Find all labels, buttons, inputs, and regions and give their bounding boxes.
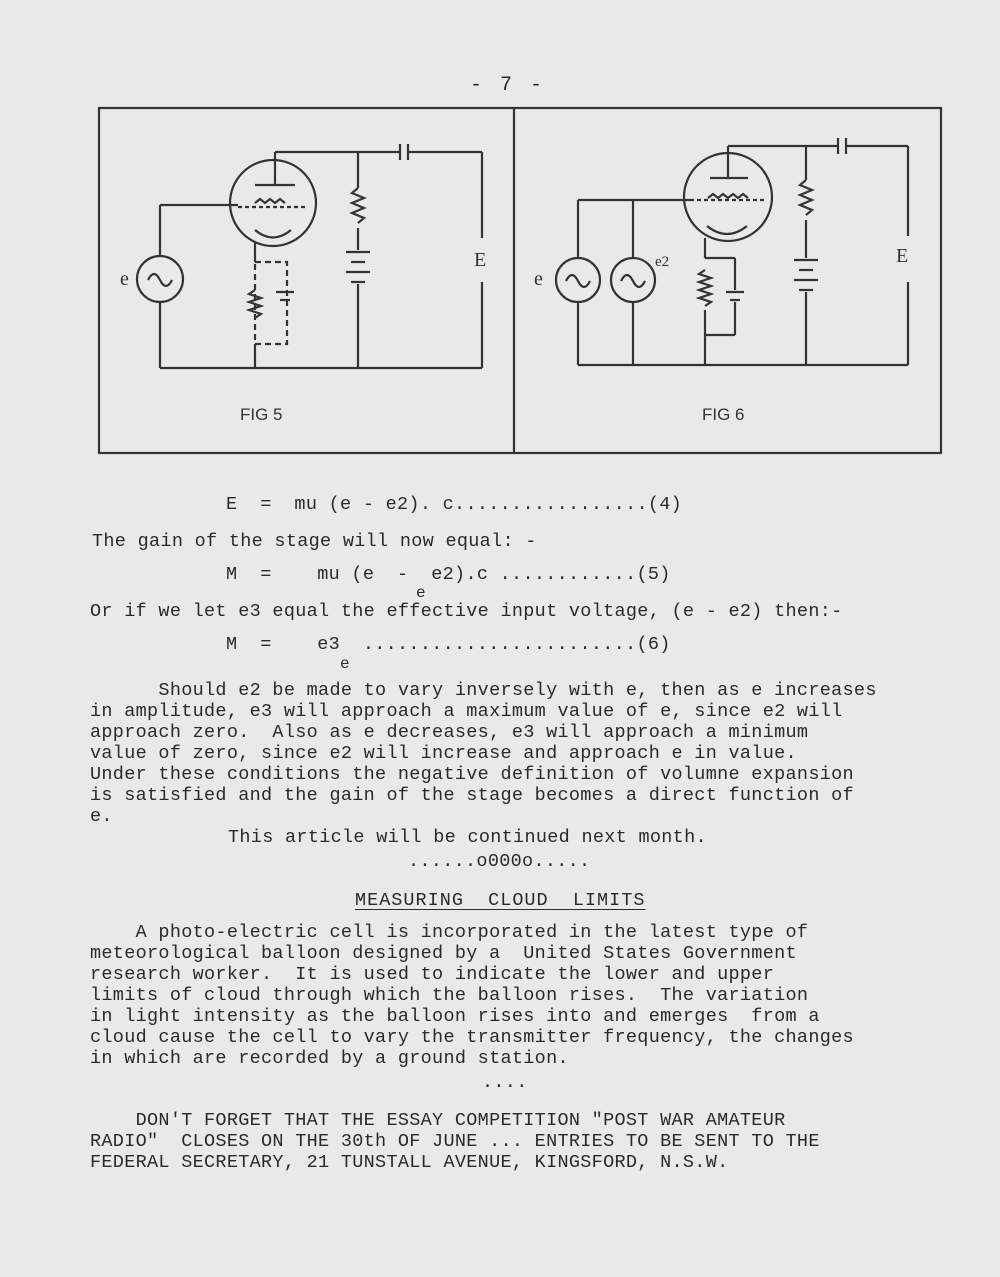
paragraph-line: cloud cause the cell to vary the transmi… [90,1027,854,1048]
separator: ......o000o..... [408,851,591,872]
equation-5: M = mu (e - e2).c ............(5) [226,564,671,585]
circuit-figures: e E FIG 5 [97,106,943,455]
equation-6-intro: Or if we let e3 equal the effective inpu… [90,601,843,622]
paragraph-line: in amplitude, e3 will approach a maximum… [90,701,843,722]
paragraph-line: limits of cloud through which the balloo… [90,985,809,1006]
fig5-tube [228,158,318,248]
paragraph-line: research worker. It is used to indicate … [90,964,775,985]
section-title: MEASURING CLOUD LIMITS [355,890,646,911]
fig5-label-e: e [120,268,129,290]
paragraph-line: e. [90,806,113,827]
equation-5-denominator: e [416,584,426,602]
fig6-label-e: e [534,268,543,290]
figure-frame [97,106,943,455]
paragraph-line: in light intensity as the balloon rises … [90,1006,820,1027]
equation-4: E = mu (e - e2). c.................(4) [226,494,683,515]
paragraph-line: meteorological balloon designed by a Uni… [90,943,797,964]
paragraph-line: approach zero. Also as e decreases, e3 w… [90,722,809,743]
fig5-caption: FIG 5 [240,405,283,424]
fig5-label-E: E [474,249,486,271]
notice-line: RADIO" CLOSES ON THE 30th OF JUNE ... EN… [90,1131,820,1152]
fig6-circuit [554,138,910,367]
separator: .... [482,1072,528,1093]
fig6-caption: FIG 6 [702,405,745,424]
paragraph-line: A photo-electric cell is incorporated in… [90,922,809,943]
fig5-plate-resistor [349,187,367,224]
continued-note: This article will be continued next mont… [228,827,707,848]
equation-6: M = e3 ........................(6) [226,634,671,655]
paragraph-line: value of zero, since e2 will increase an… [90,743,797,764]
equation-6-denominator: e [340,655,350,673]
page-number: - 7 - [470,74,546,97]
notice-line: FEDERAL SECRETARY, 21 TUNSTALL AVENUE, K… [90,1152,729,1173]
paragraph-line: in which are recorded by a ground statio… [90,1048,569,1069]
fig6-plate-resistor [797,179,815,216]
paragraph-line: Should e2 be made to vary inversely with… [90,680,877,701]
fig5-circuit [135,144,484,370]
paragraph-line: is satisfied and the gain of the stage b… [90,785,854,806]
notice-line: DON'T FORGET THAT THE ESSAY COMPETITION … [90,1110,786,1131]
paragraph-line: Under these conditions the negative defi… [90,764,854,785]
fig6-label-e2: e2 [655,254,669,270]
gain-intro: The gain of the stage will now equal: - [92,531,537,552]
fig6-label-E: E [896,245,908,267]
